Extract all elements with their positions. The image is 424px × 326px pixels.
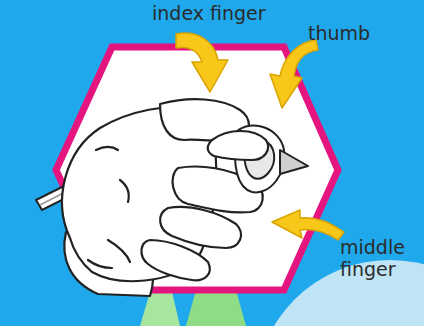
background-shape — [140, 292, 180, 326]
gloved-hand — [62, 99, 263, 296]
callout-arrow — [176, 33, 344, 240]
part-label: index finger — [152, 2, 282, 24]
part-label: middle finger — [340, 236, 420, 280]
thumb-shape — [208, 131, 268, 160]
background-shape — [186, 290, 246, 326]
part-label: thumb — [308, 22, 388, 44]
